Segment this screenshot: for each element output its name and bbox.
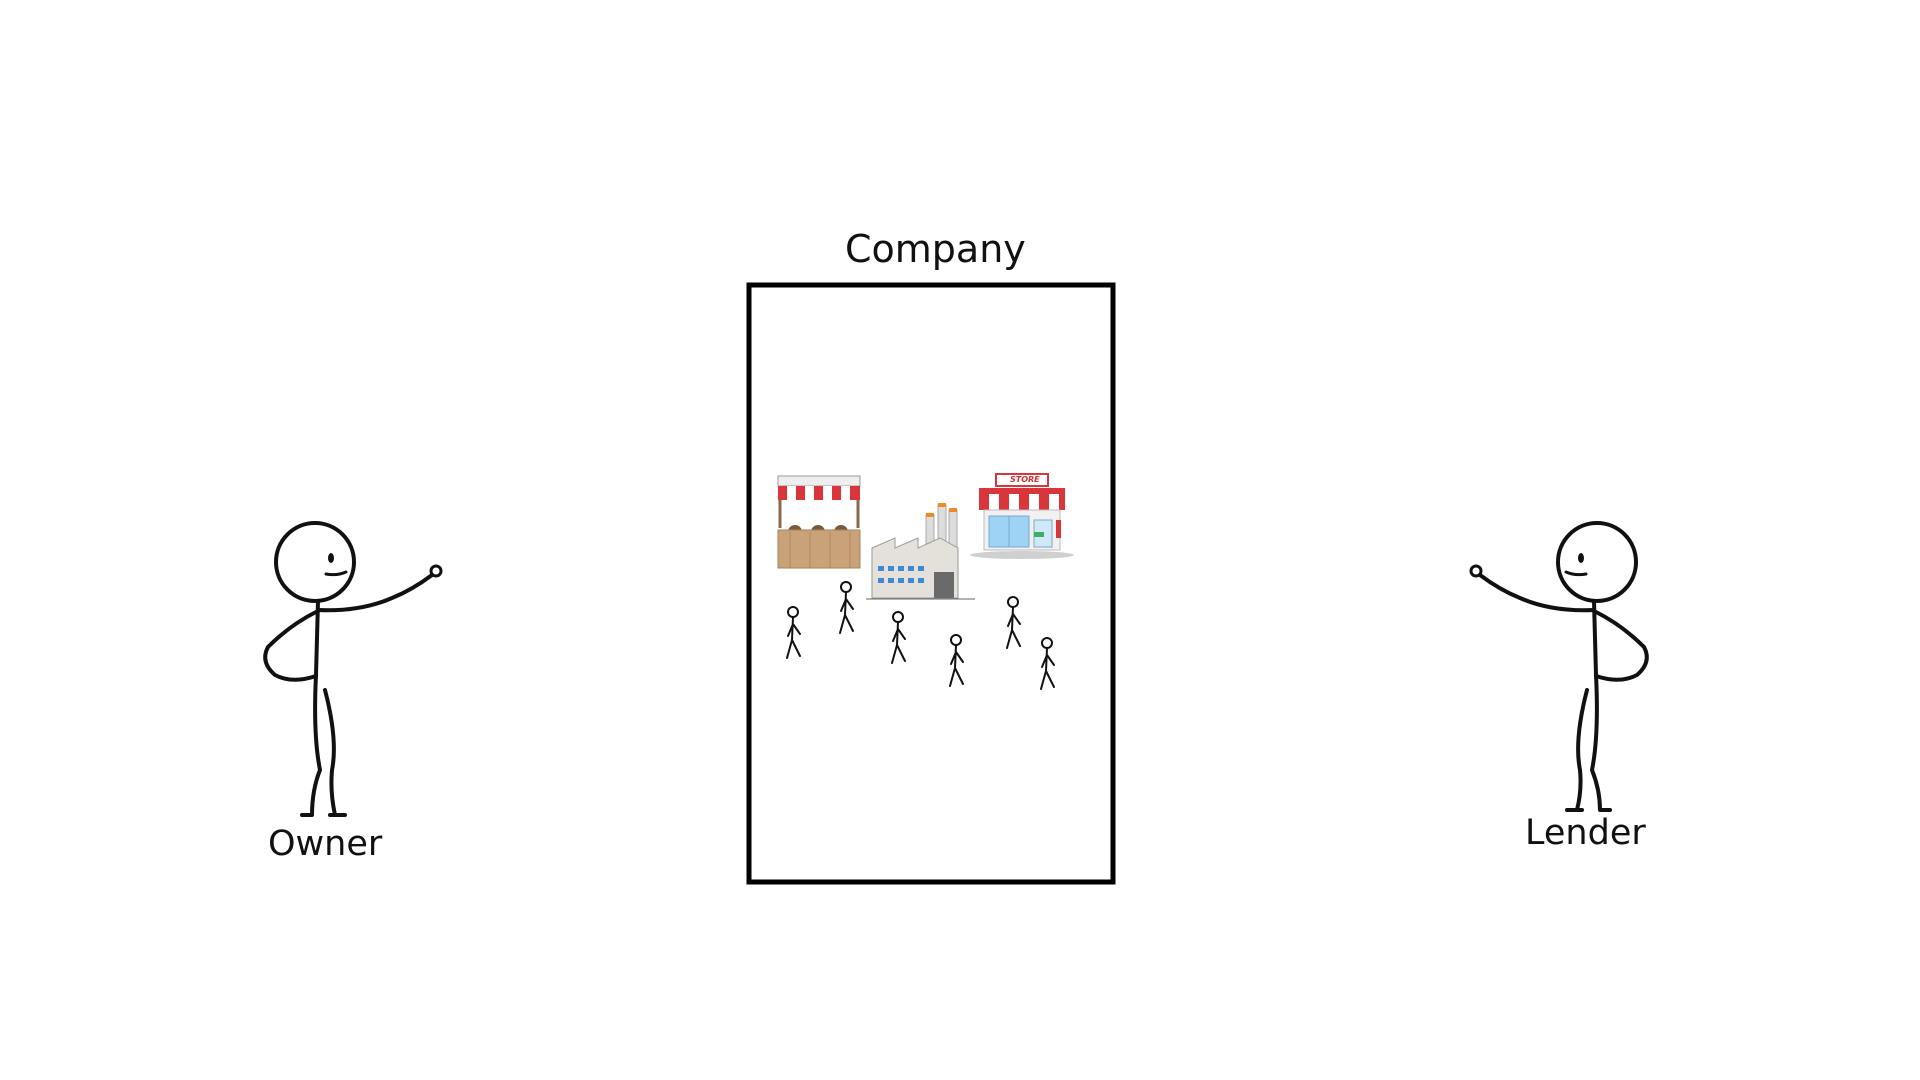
lender-head (1556, 521, 1638, 603)
market-stall-icon (777, 475, 861, 569)
owner-label: Owner (268, 824, 383, 864)
walking-person-icon (839, 581, 854, 634)
walking-people (786, 581, 1055, 690)
company-box (746, 282, 1116, 885)
owner-figure (263, 521, 443, 817)
owner-head (274, 521, 356, 603)
lender-label: Lender (1525, 813, 1646, 853)
lender-body (1565, 599, 1612, 812)
lender-arm-bent (1594, 610, 1649, 682)
walking-person-icon (1006, 596, 1021, 649)
walking-person-icon (786, 606, 801, 659)
company-title: Company (845, 227, 1026, 271)
store-icon (970, 473, 1074, 559)
owner-arm-pointing (316, 573, 434, 613)
lender-figure (1469, 521, 1649, 812)
owner-body (300, 599, 347, 817)
store-sign-text: STORE (1010, 475, 1040, 484)
lender-hand (1469, 564, 1483, 578)
lender-arm-pointing (1478, 573, 1596, 613)
factory-icon (866, 503, 975, 600)
owner-arm-bent (263, 610, 318, 682)
owner-hand (429, 564, 443, 578)
walking-person-icon (1040, 637, 1055, 690)
walking-person-icon (949, 634, 964, 687)
walking-person-icon (891, 611, 906, 664)
